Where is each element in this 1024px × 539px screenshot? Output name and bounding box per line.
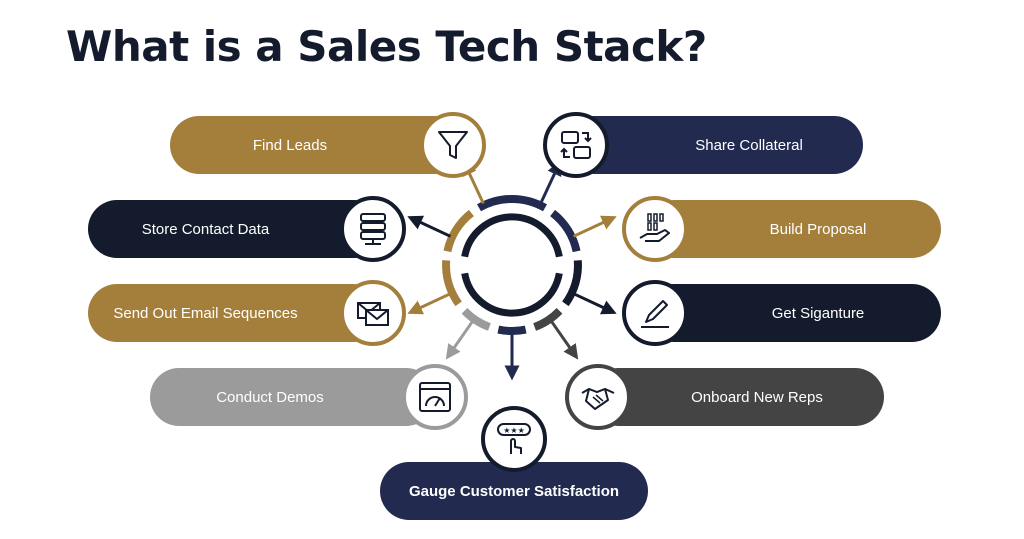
hub-outer-arc (443, 209, 474, 253)
hub-outer-arc (550, 209, 581, 253)
item-label: Onboard New Reps (691, 388, 823, 406)
icon-circle-build-proposal (622, 196, 688, 262)
icon-circle-find-leads (420, 112, 486, 178)
item-label: Send Out Email Sequences (113, 304, 298, 322)
email-icon (357, 302, 389, 326)
hub-outer-arc (442, 260, 462, 307)
hub-outer-arc (533, 307, 563, 331)
item-get-signature: Get Siganture (645, 284, 941, 342)
pen-icon (641, 300, 669, 328)
hub-arrow (539, 160, 562, 205)
dashboard-icon (419, 382, 451, 412)
hub-outer-arc (497, 325, 527, 335)
item-conduct-demos: Conduct Demos (150, 368, 435, 426)
icon-circle-store-contact-data (340, 196, 406, 262)
hub-arrow (407, 215, 452, 238)
hub-outer-arc (461, 307, 491, 331)
item-share-collateral: Share Collateral (565, 116, 863, 174)
icon-circle-conduct-demos (402, 364, 468, 430)
hub-inner-arc (461, 272, 563, 317)
hub-arrow (549, 319, 579, 360)
handshake-icon (581, 387, 615, 410)
exchange-icon (560, 131, 592, 159)
item-label: Get Siganture (771, 304, 865, 322)
item-label: Conduct Demos (216, 388, 324, 406)
item-label: Build Proposal (769, 220, 867, 238)
item-onboard-new-reps: Onboard New Reps (590, 368, 884, 426)
item-build-proposal: Build Proposal (645, 200, 941, 258)
hub-arrow (407, 292, 452, 315)
icon-circle-share-collateral (543, 112, 609, 178)
icon-circle-onboard-new-reps (565, 364, 631, 430)
icon-circle-send-out-email-sequences (340, 280, 406, 346)
hub-arrow (572, 292, 617, 315)
funnel-icon (438, 131, 468, 159)
item-label: Find Leads (252, 136, 328, 154)
item-store-contact-data: Store Contact Data (88, 200, 383, 258)
item-send-out-email-sequences: Send Out Email Sequences (88, 284, 383, 342)
icon-circle-gauge-customer-satisfaction: ★★★ (481, 406, 547, 472)
item-gauge-customer-satisfaction: Gauge Customer Satisfaction (380, 462, 648, 520)
hand-data-icon (639, 213, 670, 242)
page-title: What is a Sales Tech Stack? (66, 22, 707, 71)
item-label: Share Collateral (695, 136, 803, 154)
item-label: Gauge Customer Satisfaction (408, 482, 620, 500)
hub-arrow (572, 215, 617, 238)
hub-arrow (445, 319, 475, 360)
rating-touch-icon: ★★★ (497, 423, 531, 454)
item-label: Store Contact Data (141, 220, 270, 238)
hub-outer-arc (477, 195, 547, 212)
icon-circle-get-signature (622, 280, 688, 346)
hub-inner-arc (461, 213, 563, 258)
svg-text:★★★: ★★★ (503, 426, 525, 435)
hub-outer-arc (562, 260, 582, 307)
database-icon (360, 213, 386, 245)
